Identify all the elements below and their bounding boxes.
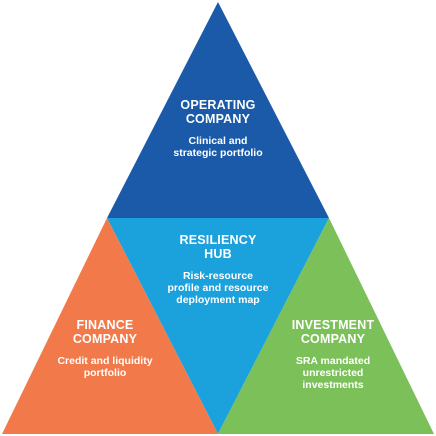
resiliency-hub-title: RESILIENCY HUB: [118, 233, 318, 262]
operating-company-label: OPERATING COMPANY Clinical and strategic…: [118, 98, 318, 159]
resiliency-hub-title-line: RESILIENCY: [179, 233, 257, 247]
finance-company-description-line: portfolio: [83, 366, 127, 379]
investment-company-title-line: INVESTMENT: [291, 318, 375, 332]
resiliency-hub-description-line: profile and resource: [167, 281, 269, 294]
operating-company-description: Clinical and strategic portfolio: [118, 135, 318, 159]
resiliency-hub-triangle: [107, 218, 329, 434]
operating-company-title-line: COMPANY: [185, 112, 251, 127]
resiliency-hub-title-line: HUB: [204, 247, 232, 262]
operating-company-description-line: strategic portfolio: [173, 146, 263, 159]
operating-company-title: OPERATING COMPANY: [118, 98, 318, 127]
operating-company-title-line: OPERATING: [180, 98, 256, 112]
resiliency-hub-description-line: Risk-resource: [182, 269, 254, 282]
investment-company-title-line: COMPANY: [300, 332, 366, 347]
investment-company-label: INVESTMENT COMPANY SRA mandated unrestri…: [258, 318, 408, 391]
finance-company-title: FINANCE COMPANY: [30, 318, 180, 347]
investment-company-triangle: [218, 218, 434, 434]
investment-company-title: INVESTMENT COMPANY: [258, 318, 408, 347]
investment-company-description-line: unrestricted: [302, 366, 364, 379]
resiliency-hub-description-line: deployment map: [176, 293, 260, 306]
investment-company-description: SRA mandated unrestricted investments: [258, 355, 408, 391]
investment-company-description-line: SRA mandated: [295, 354, 371, 367]
investment-company-description-line: investments: [302, 378, 364, 391]
finance-company-label: FINANCE COMPANY Credit and liquidity por…: [30, 318, 180, 379]
operating-company-triangle: [107, 2, 329, 218]
finance-company-title-line: FINANCE: [76, 318, 134, 332]
finance-company-title-line: COMPANY: [72, 332, 138, 347]
finance-company-description-line: Credit and liquidity: [57, 354, 153, 367]
operating-company-description-line: Clinical and: [188, 134, 248, 147]
finance-company-description: Credit and liquidity portfolio: [30, 355, 180, 379]
finance-company-triangle: [2, 218, 218, 434]
resiliency-hub-description: Risk-resource profile and resource deplo…: [118, 270, 318, 306]
resiliency-hub-label: RESILIENCY HUB Risk-resource profile and…: [118, 233, 318, 306]
